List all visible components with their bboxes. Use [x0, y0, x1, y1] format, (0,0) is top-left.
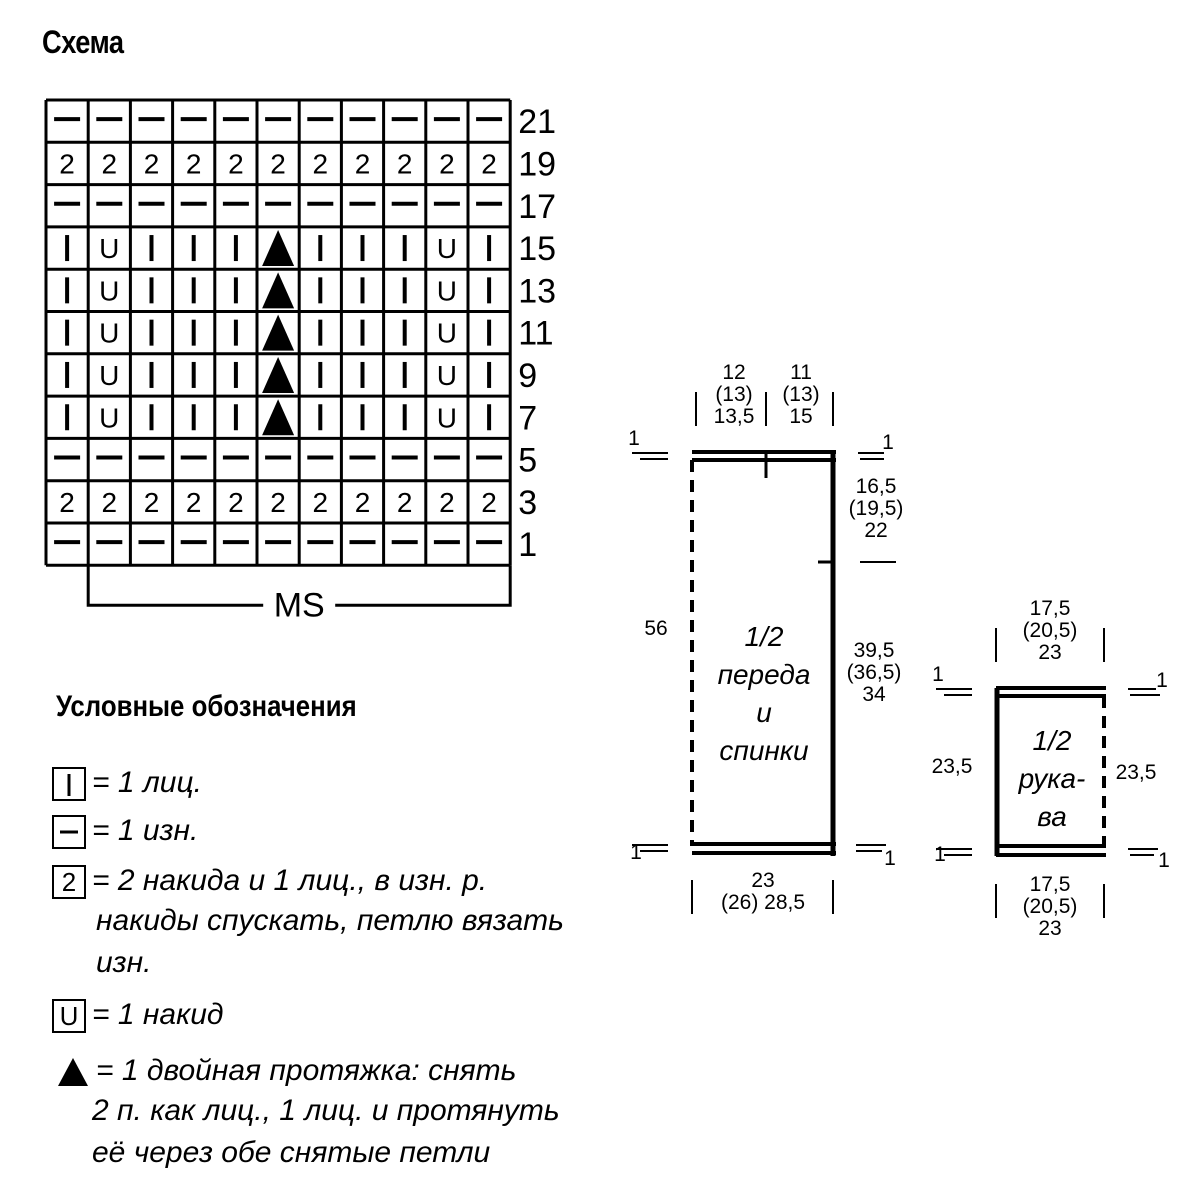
yarnover-stitch-icon: U [99, 233, 119, 264]
row-number: 9 [518, 357, 537, 395]
double-yarnover-stitch-icon: 2 [102, 487, 118, 518]
sleeve-dimension-ticks [936, 628, 1160, 918]
double-decrease-triangle-icon [262, 272, 295, 309]
legend-item-double-decrease: = 1 двойная протяжка: снять [56, 1052, 516, 1090]
double-yarnover-stitch-icon: 2 [270, 148, 286, 179]
row-number: 3 [518, 484, 537, 522]
double-yarnover-stitch-icon: 2 [144, 487, 160, 518]
sleeve-bottom-dim: 17,5(20,5)23 [1022, 873, 1078, 940]
double-yarnover-stitch-icon: 2 [355, 148, 371, 179]
double-yarnover-stitch-icon: 2 [102, 148, 118, 179]
legend-item-double-decrease-cont-1: 2 п. как лиц., 1 лиц. и протянуть [92, 1094, 560, 1127]
double-yarnover-stitch-icon: 2 [481, 487, 497, 518]
sleeve-mark-br: 1 [1158, 849, 1170, 872]
double-yarnover-stitch-icon: 2 [59, 148, 75, 179]
double-yarnover-stitch-icon: 2 [228, 487, 244, 518]
legend-item-double-decrease-cont-2: её через обе снятые петли [92, 1136, 491, 1169]
sleeve-right-dim: 23,5 [1115, 761, 1157, 784]
knit-stitch-icon [52, 767, 86, 802]
double-yarnover-stitch-icon: 2 [186, 487, 202, 518]
body-side-marks [632, 452, 896, 852]
legend-title: Условные обозначения [56, 690, 357, 723]
legend-item-purl: = 1 изн. [52, 812, 198, 850]
double-decrease-triangle-icon [262, 356, 295, 393]
row-number: 15 [518, 230, 556, 268]
body-height-dim: 56 [644, 617, 668, 640]
yarnover-stitch-icon: U [437, 402, 457, 433]
row-number: 1 [518, 526, 537, 564]
yarnover-stitch-icon: U [437, 318, 457, 349]
page-title: Схема [42, 24, 124, 60]
double-yarnover-stitch-icon: 2 [439, 487, 455, 518]
body-mark-tl: 1 [628, 427, 640, 450]
row-number: 13 [518, 272, 556, 310]
purl-stitch-icon [52, 815, 86, 850]
double-yarnover-stitch-icon: 2 [481, 148, 497, 179]
row-number: 19 [518, 145, 556, 183]
repeat-label: MS [274, 586, 325, 624]
yarnover-stitch-icon: U [437, 233, 457, 264]
sleeve-mark-bl: 1 [934, 843, 946, 866]
body-armhole-dim: 16,5(19,5)22 [848, 475, 904, 542]
yarnover-stitch-icon: U [437, 275, 457, 306]
legend-item-double-yarnover-cont-2: изн. [96, 946, 152, 979]
yarnover-stitch-icon: U [99, 275, 119, 306]
row-number: 7 [518, 399, 537, 437]
body-side-dim: 39,5(36,5)34 [846, 639, 902, 706]
double-yarnover-stitch-icon: 2 [228, 148, 244, 179]
row-number: 17 [518, 188, 556, 226]
double-yarnover-stitch-icon: 2 [397, 148, 413, 179]
double-yarnover-stitch-icon: 2 [144, 148, 160, 179]
sleeve-mark-tr: 1 [1156, 669, 1168, 692]
sleeve-top-dim: 17,5(20,5)23 [1022, 597, 1078, 664]
double-yarnover-stitch-icon: 2 [355, 487, 371, 518]
triangle-icon [58, 1058, 88, 1087]
double-yarnover-stitch-icon: 2 [313, 148, 329, 179]
body-mark-bl: 1 [630, 841, 642, 864]
body-mark-br: 1 [884, 847, 896, 870]
sleeve-left-dim: 23,5 [931, 755, 973, 778]
yarnover-stitch-icon: U [99, 360, 119, 391]
legend-item-knit: = 1 лиц. [52, 764, 202, 802]
body-top-dimension-ticks [695, 392, 834, 426]
double-yarnover-stitch-icon: 2 [397, 487, 413, 518]
row-number: 21 [518, 103, 556, 141]
body-bottom-dimension-ticks [691, 880, 834, 914]
body-bottom-dim: 23(26) 28,5 [720, 869, 806, 914]
sleeve-piece-outline [994, 686, 1106, 857]
legend-item-double-yarnover: 2= 2 накида и 1 лиц., в изн. р. [52, 862, 487, 900]
yarnover-stitch-icon: U [99, 402, 119, 433]
yarnover-icon: U [52, 999, 86, 1034]
double-decrease-triangle-icon [262, 314, 295, 351]
legend-item-double-yarnover-cont-1: накиды спускать, петлю вязать [96, 904, 564, 937]
row-number: 5 [518, 442, 537, 480]
body-piece-outline [690, 450, 836, 856]
double-yarnover-stitch-icon: 2 [439, 148, 455, 179]
body-mark-tr: 1 [882, 431, 894, 454]
legend-item-yarnover: U= 1 накид [52, 996, 224, 1034]
yarnover-stitch-icon: U [99, 318, 119, 349]
double-yarnover-stitch-icon: 2 [59, 487, 75, 518]
row-number: 11 [518, 315, 553, 353]
double-yarnover-icon: 2 [52, 865, 86, 900]
sleeve-mark-tl: 1 [932, 663, 944, 686]
double-decrease-triangle-icon [262, 230, 295, 267]
double-yarnover-stitch-icon: 2 [186, 148, 202, 179]
double-decrease-triangle-icon [262, 399, 295, 436]
yarnover-stitch-icon: U [437, 360, 457, 391]
double-yarnover-stitch-icon: 2 [313, 487, 329, 518]
body-top-left-dim: 12(13)13,5 [713, 361, 755, 428]
body-top-right-dim: 11(13)15 [782, 361, 820, 428]
double-yarnover-stitch-icon: 2 [270, 487, 286, 518]
